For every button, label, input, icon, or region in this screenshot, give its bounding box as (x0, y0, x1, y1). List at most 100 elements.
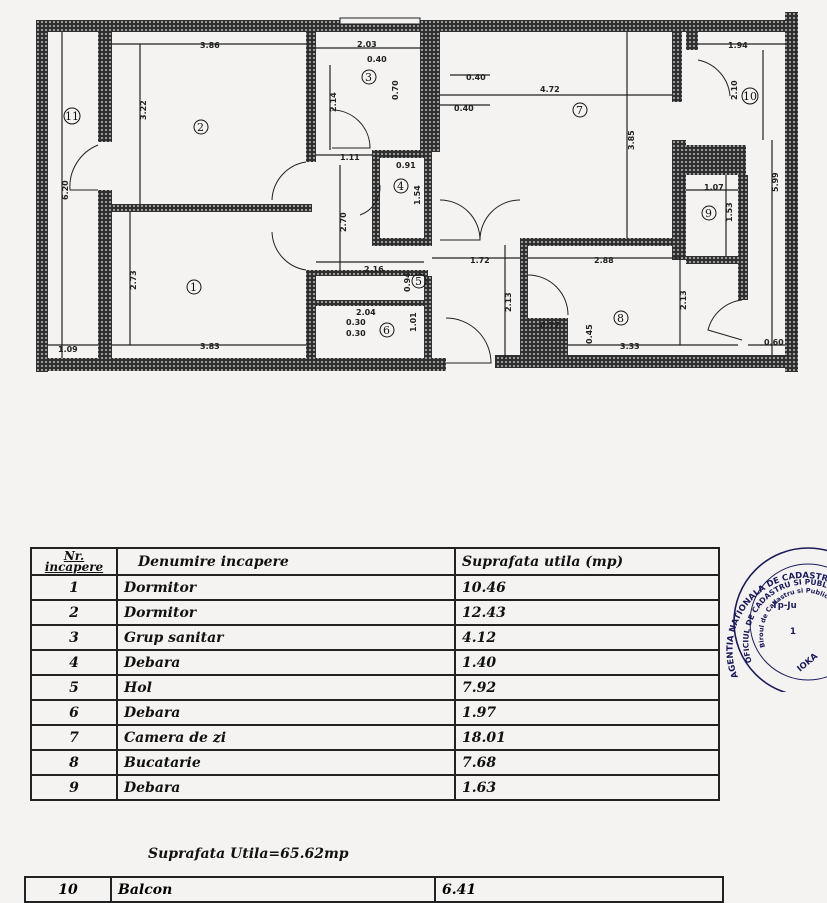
stamp-center-number: 1 (790, 627, 796, 637)
dim-label: 2.73 (129, 270, 138, 290)
doors (69, 59, 743, 364)
cell-nr: 4 (30, 649, 118, 676)
cell-area: 1.97 (454, 699, 720, 726)
cell-nr: 3 (30, 624, 118, 651)
dim-label: 2.88 (594, 256, 614, 265)
dim-label: 0.77 (540, 321, 560, 330)
floor-plan: 3.86 3.22 6.20 2.73 1.09 3.83 2.03 0.40 … (36, 12, 798, 372)
dim-label: 0.70 (391, 80, 400, 100)
dim-label: 0.30 (346, 329, 366, 338)
room-number: 5 (415, 275, 422, 288)
dim-label: 1.07 (704, 183, 724, 192)
dim-label: 2.10 (730, 80, 739, 100)
dim-label: 1.11 (340, 153, 360, 162)
dim-label: 0.40 (454, 104, 474, 113)
header-nr: Nr. incapere (30, 547, 118, 576)
header-nr-line2: incapere (44, 559, 104, 574)
stamp-center-text: Tp-Ju (772, 601, 797, 611)
room-numbers: 1 2 3 4 5 6 7 8 9 10 11 (63, 69, 759, 338)
room-area-table: Nr. incapere Denumire incapere Suprafata… (30, 547, 720, 801)
dimension-labels: 3.86 3.22 6.20 2.73 1.09 3.83 2.03 0.40 … (58, 40, 784, 354)
dim-label: 1.54 (413, 185, 422, 205)
dim-label: 2.16 (364, 265, 384, 274)
table-row: 10 Balcon 6.41 (24, 876, 724, 903)
dim-label: 1.53 (725, 202, 734, 222)
dim-label: 0.91 (396, 161, 416, 170)
dim-label: 4.72 (540, 85, 560, 94)
stamp-fragment-text: IOKA (796, 651, 821, 674)
dim-label: 3.22 (139, 100, 148, 120)
room-number: 9 (705, 207, 712, 220)
outer-walls (36, 12, 798, 372)
interior-walls (98, 30, 748, 360)
balcony-table: 10 Balcon 6.41 (24, 876, 724, 903)
dim-label: 3.86 (200, 41, 220, 50)
cell-area: 12.43 (454, 599, 720, 626)
cell-area: 1.40 (454, 649, 720, 676)
dim-label: 2.14 (329, 92, 338, 112)
dim-label: 1.01 (409, 312, 418, 332)
cell-nr: 1 (30, 574, 118, 601)
cell-nr: 7 (30, 724, 118, 751)
cell-area: 6.41 (434, 876, 724, 903)
cell-nr: 9 (30, 774, 118, 801)
cell-nr: 6 (30, 699, 118, 726)
cell-name: Debara (116, 774, 456, 801)
room-number: 11 (65, 110, 79, 123)
cell-nr: 2 (30, 599, 118, 626)
cell-nr: 10 (24, 876, 112, 903)
cell-name: Dormitor (116, 599, 456, 626)
dim-label: 6.20 (61, 180, 70, 200)
dimension-lines (48, 32, 785, 358)
cadastre-stamp: AGENTIA NATIONALA DE CADASTRU OFICIUL DE… (725, 547, 827, 692)
cell-name: Camera de zi (116, 724, 456, 751)
cell-area: 1.63 (454, 774, 720, 801)
dim-label: 0.94 (403, 272, 412, 292)
cell-name: Grup sanitar (116, 624, 456, 651)
room-number: 8 (617, 312, 624, 325)
cell-name: Balcon (110, 876, 436, 903)
dim-label: 0.45 (585, 324, 594, 344)
dim-label: 3.85 (627, 130, 636, 150)
dim-label: 2.03 (357, 40, 377, 49)
dim-label: 2.04 (356, 308, 376, 317)
dim-label: 0.60 (764, 338, 784, 347)
room-number: 7 (576, 104, 583, 117)
dim-label: 0.40 (466, 73, 486, 82)
room-number: 3 (365, 71, 372, 84)
cell-area: 18.01 (454, 724, 720, 751)
dim-label: 1.72 (470, 256, 490, 265)
dim-label: 2.70 (339, 212, 348, 232)
dim-label: 3.83 (200, 342, 220, 351)
cell-name: Bucatarie (116, 749, 456, 776)
room-number: 6 (383, 324, 390, 337)
cell-area: 4.12 (454, 624, 720, 651)
cell-area: 7.68 (454, 749, 720, 776)
room-number: 10 (743, 90, 757, 103)
table-header-row: Nr. incapere Denumire incapere Suprafata… (30, 547, 720, 576)
dim-label: 5.99 (771, 172, 780, 192)
cell-name: Debara (116, 649, 456, 676)
dim-label: 3.33 (620, 342, 640, 351)
cell-area: 7.92 (454, 674, 720, 701)
cell-name: Hol (116, 674, 456, 701)
dim-label: 1.94 (728, 41, 748, 50)
header-nr-line1: Nr. (63, 548, 85, 563)
cell-nr: 5 (30, 674, 118, 701)
total-usable-area: Suprafata Utila=65.62mp (148, 846, 349, 862)
dim-label: 2.13 (504, 292, 513, 312)
cell-name: Dormitor (116, 574, 456, 601)
dim-label: 0.30 (346, 318, 366, 327)
dim-label: 2.13 (679, 290, 688, 310)
cell-name: Debara (116, 699, 456, 726)
room-number: 4 (397, 180, 404, 193)
